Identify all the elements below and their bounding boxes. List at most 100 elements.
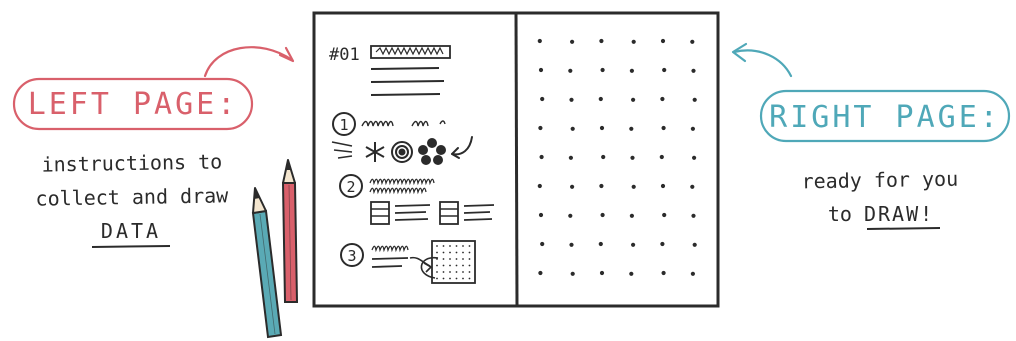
grid-dot	[537, 183, 542, 189]
grid-dot	[540, 241, 545, 247]
thumbnail-dot	[462, 277, 464, 280]
spiral-icon	[391, 141, 413, 163]
grid-dot	[600, 67, 605, 73]
left-arrow	[203, 46, 294, 78]
title-box	[370, 45, 451, 59]
step-3-circle	[340, 243, 364, 267]
grid-dot	[692, 242, 697, 247]
grid-dot	[630, 155, 635, 160]
dot-grid-thumbnail	[431, 240, 476, 284]
right-callout-bubble	[759, 89, 1011, 143]
left-callout-title: LEFT PAGE:	[28, 87, 239, 122]
thumbnail-dots	[436, 245, 471, 280]
thumbnail-dot	[455, 245, 458, 247]
right-callout-line-1: ready for you	[801, 167, 958, 194]
thumbnail-dot	[455, 277, 458, 280]
step-2-scribble	[369, 178, 435, 195]
step-1-number: 1	[339, 116, 348, 134]
grid-dot	[570, 271, 575, 276]
grid-dot	[690, 184, 695, 189]
left-arrowhead	[278, 46, 295, 63]
grid-dot	[690, 126, 696, 131]
intro-line	[370, 67, 440, 70]
grid-dot	[629, 213, 635, 218]
thumbnail-dot	[468, 277, 471, 280]
grid-dot	[692, 97, 697, 102]
right-callout-title: RIGHT PAGE:	[769, 100, 1001, 135]
left-callout-line-2: collect and draw	[35, 183, 229, 210]
grid-dot	[662, 67, 667, 73]
grid-dot	[662, 212, 667, 218]
right-callout-prefix: to	[828, 202, 864, 226]
grid-dot	[661, 125, 666, 131]
step-2-number: 2	[346, 178, 355, 196]
grid-dot	[568, 155, 574, 160]
page-number: #01	[329, 45, 360, 65]
thumbnail-dot	[442, 277, 445, 280]
pencils	[251, 159, 299, 339]
grid-dot	[690, 39, 695, 44]
thumbnail-dot	[468, 264, 471, 267]
right-arrow	[732, 49, 793, 78]
grid-dot	[570, 126, 575, 131]
thumbnail-dot	[455, 271, 458, 273]
thumbnail-dot	[442, 264, 445, 267]
thumbnail-dot	[436, 245, 438, 247]
left-callout: LEFT PAGE: instructions to collect and d…	[12, 46, 295, 248]
grid-dot	[692, 155, 697, 160]
grid-dot	[569, 242, 574, 247]
step-2-circle	[339, 174, 363, 198]
intro-line	[370, 80, 445, 83]
thumbnail-dot	[442, 251, 445, 254]
thumbnail-dot	[436, 271, 438, 273]
grid-dot	[629, 271, 634, 276]
thumbnail-dot	[442, 245, 445, 247]
right-page	[537, 38, 697, 276]
left-page: #01 1	[329, 45, 495, 284]
grid-dot	[631, 242, 636, 247]
grid-dot	[538, 125, 543, 131]
thumbnail-dot	[468, 251, 471, 254]
step-3-number: 3	[347, 247, 356, 265]
thumbnail-dot	[462, 258, 464, 260]
grid-dot	[660, 38, 666, 44]
right-callout-emphasis: DRAW	[864, 202, 920, 226]
thumbnail-dot	[442, 258, 445, 260]
thumbnail-dot	[449, 245, 451, 247]
step-3-scribble	[371, 245, 409, 253]
grid-dot	[568, 213, 573, 218]
grid-dot	[661, 270, 666, 276]
step-1: 1	[331, 112, 473, 165]
thumbnail-dot	[455, 251, 458, 254]
grid-dot	[660, 96, 665, 102]
grid-dot	[629, 68, 635, 73]
mini-table	[439, 201, 459, 225]
thumbnail-dot	[436, 264, 438, 267]
right-arrowhead	[731, 42, 748, 63]
step-3: 3	[340, 240, 476, 284]
grid-dot	[598, 96, 603, 102]
thumbnail-dot	[449, 251, 451, 254]
grid-dot	[660, 183, 666, 189]
grid-dot	[540, 96, 545, 102]
thumbnail-dot	[462, 271, 464, 273]
thumbnail-dot	[449, 271, 451, 273]
step-1-scribble	[361, 120, 446, 127]
asterisk-icon	[365, 142, 385, 162]
grid-dot	[660, 241, 665, 247]
step-2: 2	[339, 174, 495, 225]
thumbnail-dot	[436, 277, 438, 280]
grid-dot	[691, 213, 696, 218]
grid-dot	[538, 270, 543, 276]
grid-dot	[690, 271, 696, 276]
dot-grid	[537, 38, 697, 276]
thumbnail-dot	[449, 277, 451, 280]
thumbnail-dot	[449, 264, 451, 267]
thumbnail-dot	[436, 258, 438, 260]
thumbnail-dot	[462, 264, 464, 267]
blue-pencil	[251, 187, 283, 339]
grid-dot	[691, 68, 696, 73]
thumbnail-dot	[468, 258, 471, 260]
notebook: #01 1	[312, 11, 720, 308]
